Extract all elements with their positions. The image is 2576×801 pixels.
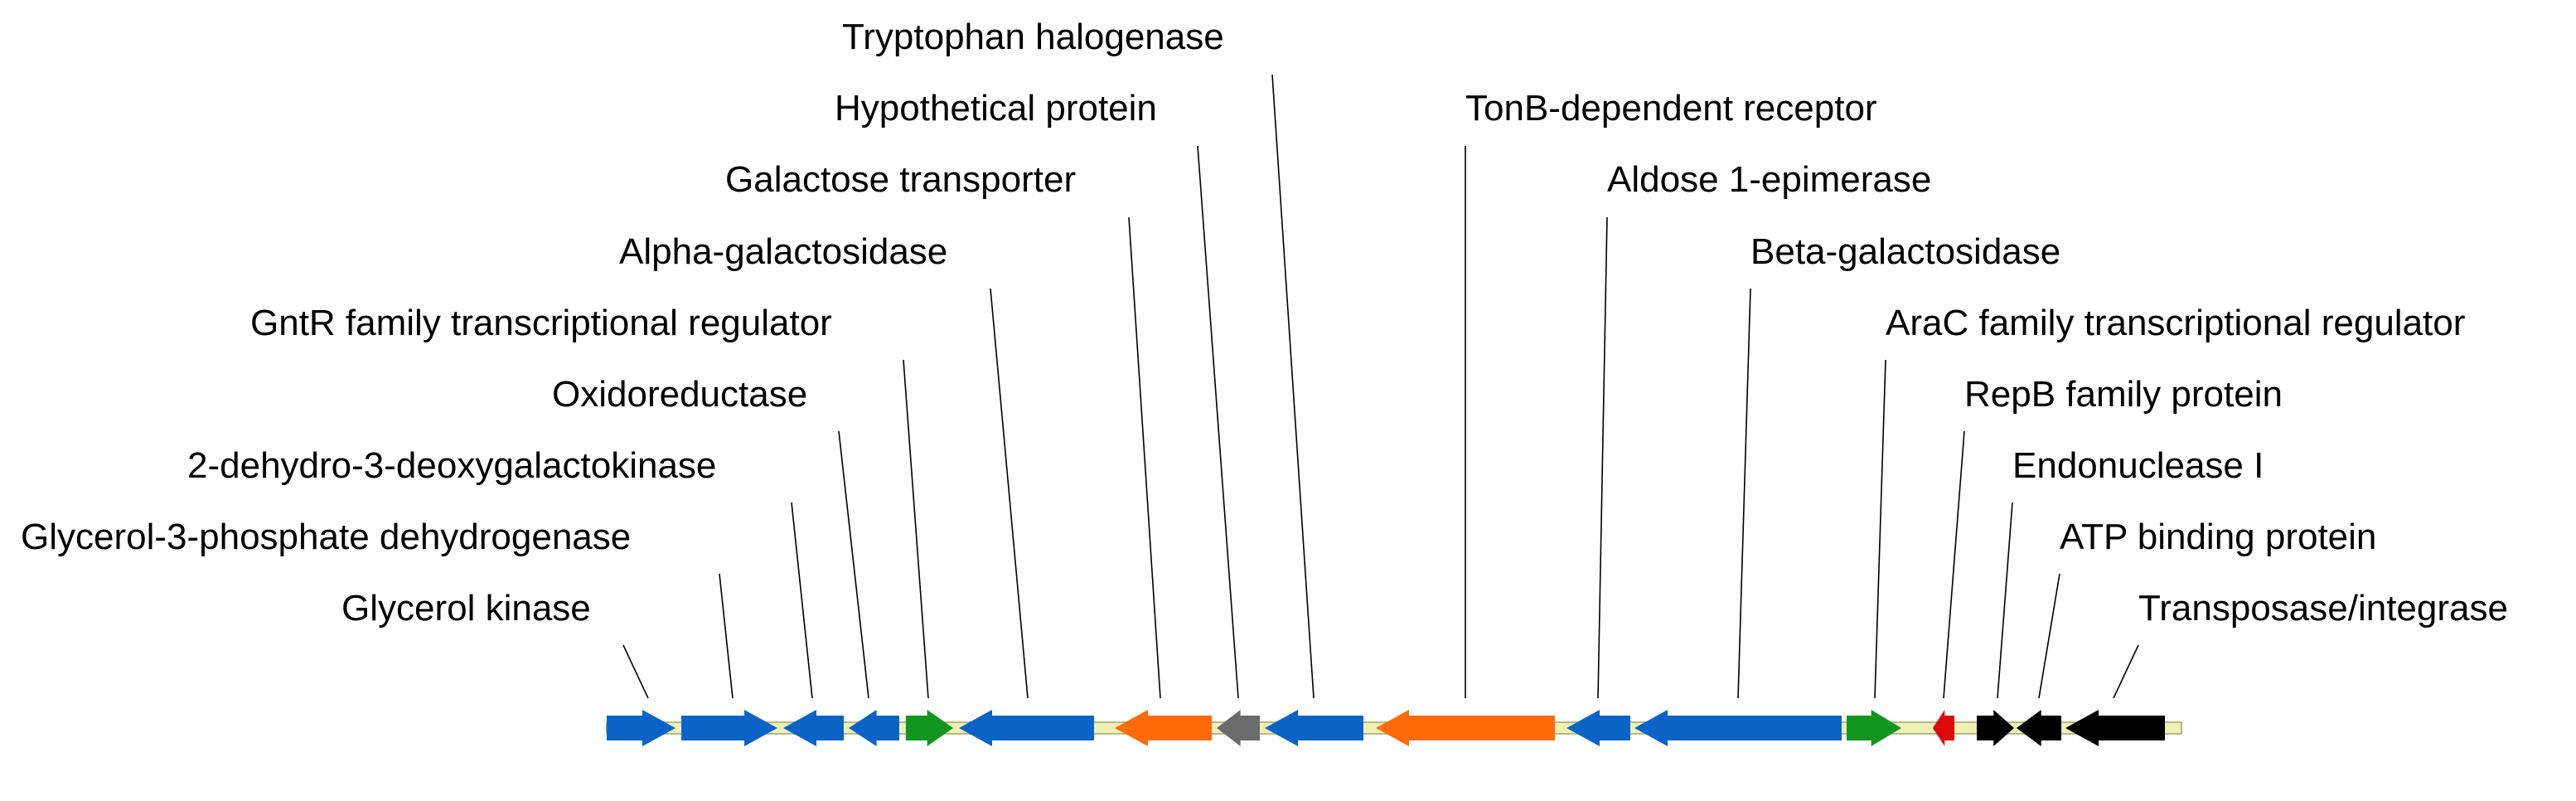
leader-lines xyxy=(622,74,2139,699)
leader-line xyxy=(838,430,869,699)
gene-arrow xyxy=(1933,710,1954,746)
gene-arrow xyxy=(681,710,777,746)
gene-arrow xyxy=(906,710,953,746)
gene-arrow xyxy=(2065,710,2165,746)
gene-label: RepB family protein xyxy=(1964,374,2283,415)
gene-label: ATP binding protein xyxy=(2060,517,2376,557)
leader-line xyxy=(1997,502,2013,699)
gene-label: TonB-dependent receptor xyxy=(1465,88,1877,129)
gene-arrow xyxy=(607,710,675,746)
gene-arrow xyxy=(1115,710,1212,746)
leader-line xyxy=(1874,359,1886,699)
gene-label: Beta-galactosidase xyxy=(1750,231,2060,272)
leader-line xyxy=(719,573,734,699)
gene-label: Oxidoreductase xyxy=(552,374,807,415)
gene-label: 2-dehydro-3-deoxygalactokinase xyxy=(187,445,716,486)
gene-arrow xyxy=(1265,710,1363,746)
gene-label: Transposase/integrase xyxy=(2138,588,2508,629)
gene-arrow xyxy=(1217,710,1260,746)
leader-line xyxy=(1197,145,1239,699)
gene-arrow xyxy=(849,710,899,746)
leader-line xyxy=(1128,216,1161,699)
gene-arrows xyxy=(607,710,2165,746)
gene-arrow xyxy=(959,710,1094,746)
gene-label: Glycerol-3-phosphate dehydrogenase xyxy=(21,517,631,557)
gene-label: Galactose transporter xyxy=(725,159,1076,200)
gene-arrow xyxy=(1977,710,2014,746)
gene-label: Alpha-galactosidase xyxy=(619,231,947,272)
gene-arrow xyxy=(1634,710,1842,746)
gene-label: Glycerol kinase xyxy=(341,588,591,629)
gene-label: Hypothetical protein xyxy=(835,88,1157,129)
gene-labels: Glycerol kinase Glycerol-3-phosphate dehy… xyxy=(21,17,2508,629)
leader-line xyxy=(2113,644,2139,699)
leader-line xyxy=(791,502,813,699)
gene-label: Tryptophan halogenase xyxy=(842,17,1224,57)
gene-arrow xyxy=(1376,710,1555,746)
leader-line xyxy=(1271,74,1315,699)
gene-label: AraC family transcriptional regulator xyxy=(1886,303,2465,343)
gene-label: Endonuclease I xyxy=(2012,445,2264,486)
leader-line xyxy=(903,359,929,699)
gene-arrow xyxy=(1566,710,1630,746)
leader-line xyxy=(1597,216,1608,699)
gene-label: GntR family transcriptional regulator xyxy=(250,303,832,343)
gene-arrow xyxy=(783,710,844,746)
gene-label: Aldose 1-epimerase xyxy=(1607,159,1931,200)
leader-line xyxy=(1943,430,1965,699)
leader-line xyxy=(622,644,649,699)
leader-line xyxy=(2038,573,2060,699)
gene-arrow xyxy=(2017,710,2061,746)
gene-arrow xyxy=(1847,710,1901,746)
leader-line xyxy=(990,288,1029,699)
leader-line xyxy=(1737,288,1751,699)
